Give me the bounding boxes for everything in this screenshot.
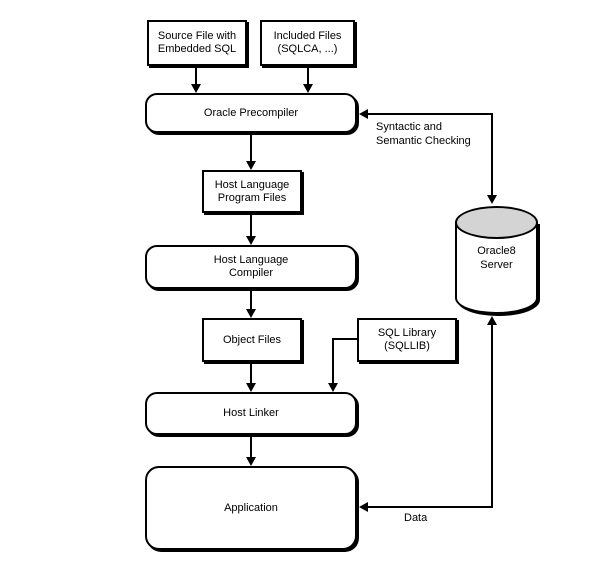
arrowhead-down-icon bbox=[487, 195, 497, 204]
node-host-language-compiler-label: Host Language Compiler bbox=[213, 254, 289, 279]
arrow-stem bbox=[195, 66, 197, 84]
node-object-files: Object Files bbox=[202, 318, 302, 362]
node-oracle-precompiler: Oracle Precompiler bbox=[145, 93, 357, 133]
node-host-linker-label: Host Linker bbox=[223, 407, 279, 419]
arrow-stem bbox=[250, 289, 252, 309]
arrowhead-down-icon bbox=[246, 236, 256, 245]
arrow-stem bbox=[250, 133, 252, 161]
arrowhead-down-icon bbox=[246, 383, 256, 392]
arrow-stem bbox=[250, 362, 252, 383]
node-host-language-program-files-label: Host Language Program Files bbox=[214, 178, 290, 204]
node-sql-library-label: SQL Library (SQLLIB) bbox=[377, 327, 437, 352]
node-source-file: Source File with Embedded SQL bbox=[147, 20, 247, 66]
node-included-files: Included Files (SQLCA, ...) bbox=[260, 20, 355, 66]
edge-label-syntactic-semantic-checking: Syntactic and Semantic Checking bbox=[376, 121, 471, 147]
arrowhead-down-icon bbox=[246, 309, 256, 318]
arrowhead-down-icon bbox=[303, 84, 313, 93]
arrowhead-left-icon bbox=[359, 502, 368, 512]
arrowhead-up-icon bbox=[487, 316, 497, 325]
arrowhead-down-icon bbox=[246, 457, 256, 466]
arrow-stem bbox=[250, 213, 252, 236]
database-cylinder-top bbox=[455, 206, 538, 239]
node-oracle8-server-label: Oracle8 Server bbox=[477, 245, 516, 271]
arrow-stem bbox=[491, 113, 493, 195]
arrow-stem bbox=[368, 506, 493, 508]
node-application: Application bbox=[145, 466, 357, 550]
arrowhead-down-icon bbox=[328, 383, 338, 392]
arrow-stem bbox=[250, 435, 252, 457]
node-source-file-label: Source File with Embedded SQL bbox=[157, 30, 237, 55]
node-host-linker: Host Linker bbox=[145, 392, 357, 435]
edge-label-data: Data bbox=[404, 512, 428, 524]
arrowhead-down-icon bbox=[191, 84, 201, 93]
node-object-files-label: Object Files bbox=[222, 333, 282, 346]
arrow-stem bbox=[307, 66, 309, 84]
node-included-files-label: Included Files (SQLCA, ...) bbox=[273, 30, 342, 55]
node-application-label: Application bbox=[224, 501, 278, 514]
arrow-stem bbox=[332, 338, 334, 383]
node-sql-library: SQL Library (SQLLIB) bbox=[357, 318, 457, 362]
node-oracle-precompiler-label: Oracle Precompiler bbox=[203, 106, 299, 119]
arrowhead-left-icon bbox=[359, 109, 368, 119]
arrow-stem bbox=[368, 113, 493, 115]
arrowhead-down-icon bbox=[246, 161, 256, 170]
node-host-language-compiler: Host Language Compiler bbox=[145, 245, 357, 289]
node-host-language-program-files: Host Language Program Files bbox=[202, 170, 302, 213]
arrow-stem bbox=[333, 338, 357, 340]
arrow-stem bbox=[491, 325, 493, 508]
